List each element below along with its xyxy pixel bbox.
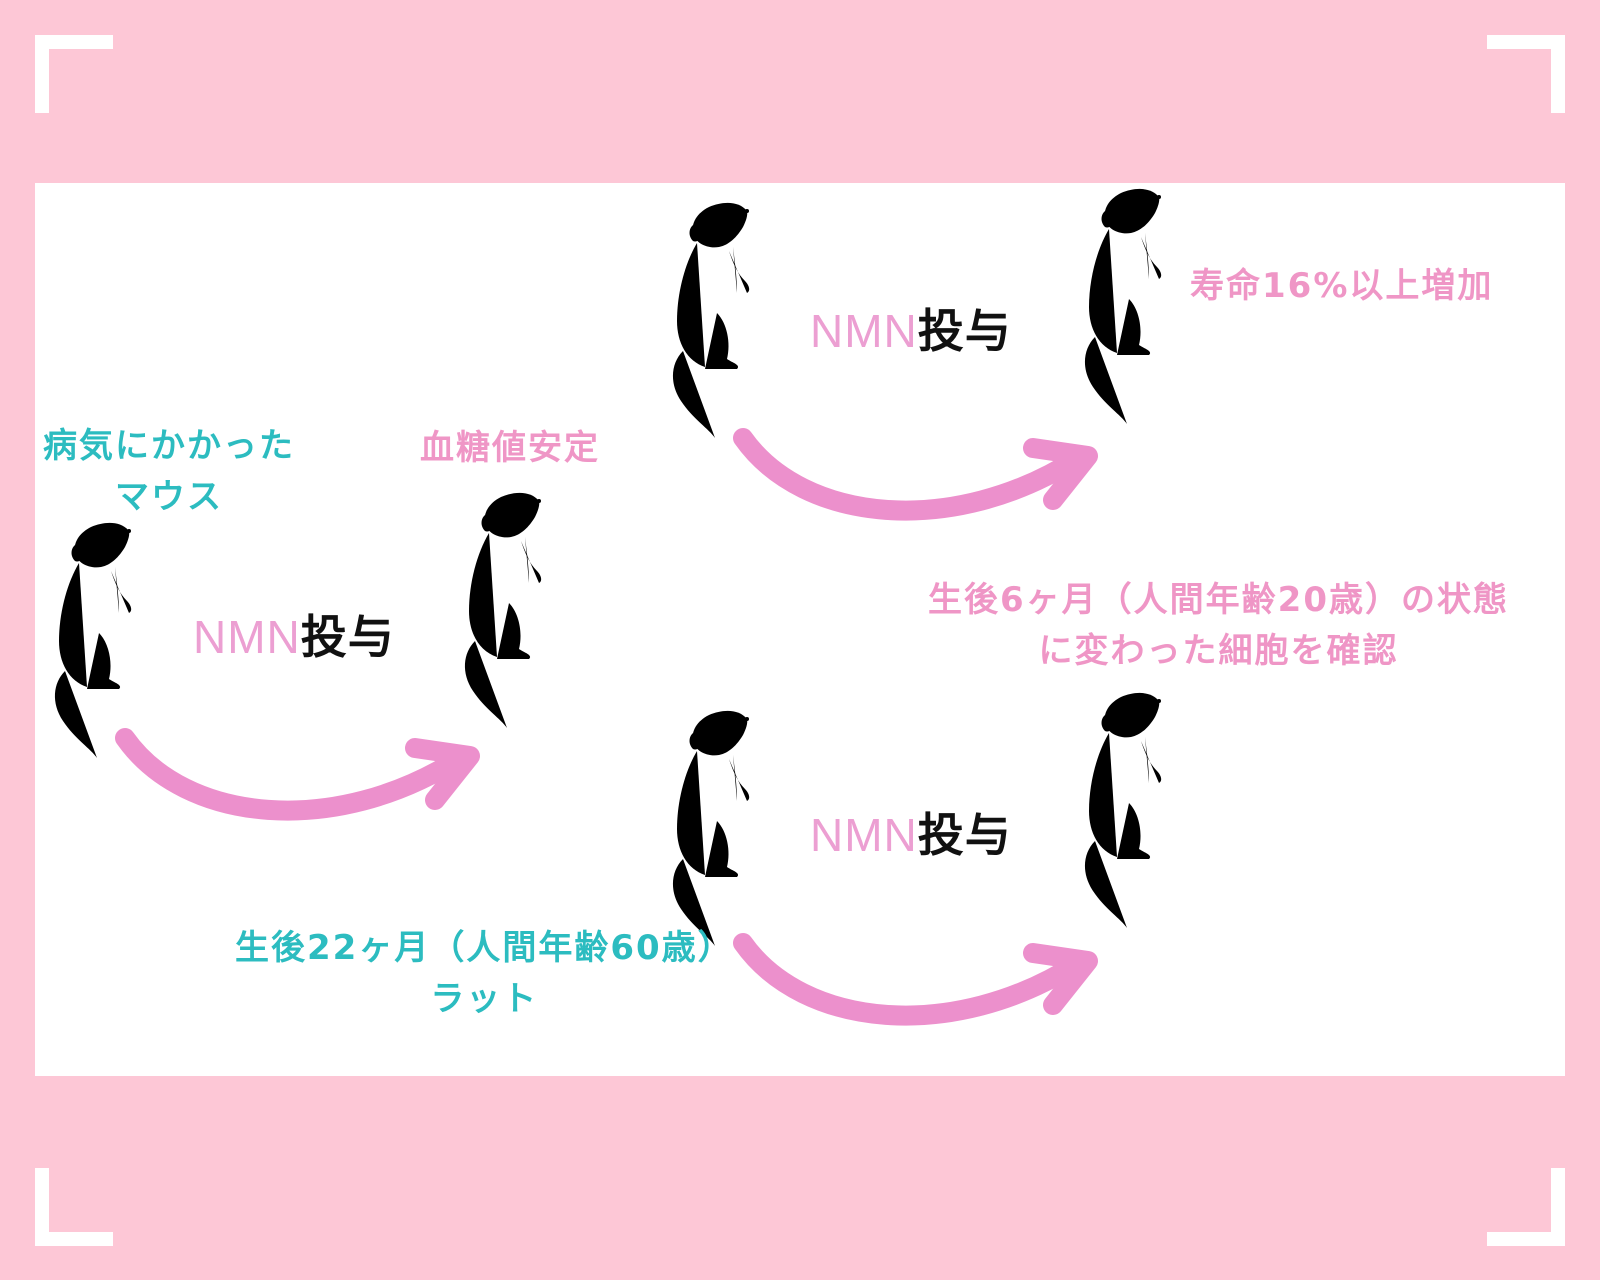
aged-rat-label-line1: 生後22ヶ月（人間年齢60歳） (235, 928, 734, 968)
blood-sugar-result: 血糖値安定 (420, 428, 600, 468)
aged-rat-label: 生後22ヶ月（人間年齢60歳） ラット (235, 923, 734, 1025)
arrow-1 (115, 728, 480, 821)
nmn-administration-label-2: NMN投与 (810, 295, 1012, 361)
aged-rat-label-line2: ラット (430, 979, 539, 1019)
administration-verb: 投与 (917, 809, 1012, 861)
nmn-text: NMN (193, 611, 301, 663)
nmn-text: NMN (810, 305, 918, 357)
aged-rat-icon-bottom (671, 701, 771, 946)
diagram-panel: 病気にかかった マウス NMN投与 血糖値安定 NMN投与 寿命16%以上増加 … (35, 179, 1565, 1076)
treated-mouse-icon (463, 483, 563, 728)
arrow-3 (733, 933, 1098, 1026)
aged-rat-icon-top (671, 193, 771, 438)
sick-mouse-label: 病気にかかった マウス (43, 421, 295, 523)
nmn-administration-label-3: NMN投与 (810, 799, 1012, 865)
sick-mouse-label-line2: マウス (115, 477, 223, 517)
administration-verb: 投与 (300, 611, 395, 663)
rejuvenated-rat-icon (1083, 683, 1183, 928)
sick-mouse-label-line1: 病気にかかった (43, 426, 295, 466)
administration-verb: 投与 (917, 305, 1012, 357)
frame-corner-top-right (1487, 35, 1565, 113)
frame-corner-bottom-left (35, 1168, 113, 1246)
sick-mouse-icon (53, 513, 153, 758)
arrow-2 (733, 428, 1098, 521)
frame-corner-bottom-right (1487, 1168, 1565, 1246)
cell-result-line1: 生後6ヶ月（人間年齢20歳）の状態 (928, 580, 1509, 620)
cell-rejuvenation-result: 生後6ヶ月（人間年齢20歳）の状態 に変わった細胞を確認 (928, 575, 1509, 677)
lifespan-result: 寿命16%以上増加 (1190, 266, 1494, 306)
cell-result-line2: に変わった細胞を確認 (1038, 631, 1399, 671)
nmn-administration-label-1: NMN投与 (193, 601, 395, 667)
longevity-rat-icon (1083, 179, 1183, 424)
nmn-text: NMN (810, 809, 918, 861)
frame-corner-top-left (35, 35, 113, 113)
